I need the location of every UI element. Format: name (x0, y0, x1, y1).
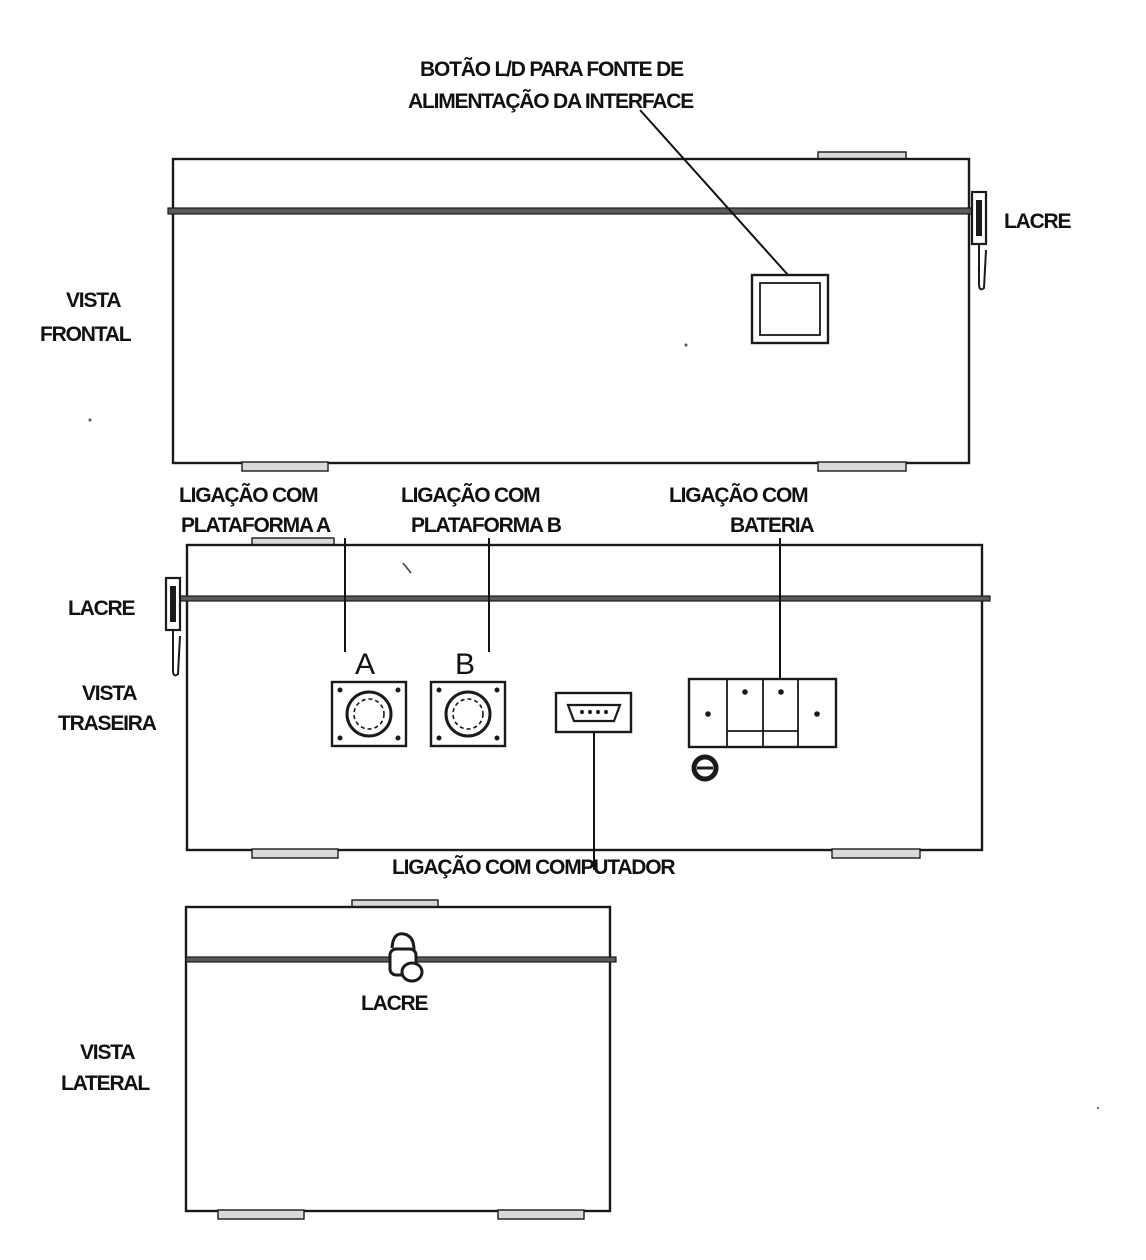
side-seal-label: LACRE (361, 992, 429, 1015)
front-seal (970, 190, 988, 291)
connector-a-pins (353, 698, 385, 730)
battery-terminal-block (687, 677, 838, 782)
rear-seal-wire (172, 630, 181, 677)
serial-pin (604, 710, 608, 714)
front-view-title-line1: VISTA (66, 289, 121, 312)
switch-bezel (750, 273, 830, 345)
serial-pin (588, 710, 592, 714)
side-seal (388, 932, 424, 983)
terminal-screw (778, 689, 784, 695)
speck (402, 562, 412, 574)
side-seal-shackle (390, 932, 416, 951)
switch-callout-line1: BOTÃO L/D PARA FONTE DE (420, 58, 684, 81)
computer-connection-label: LIGAÇÃO COM COMPUTADOR (392, 856, 675, 879)
serial-pin (580, 710, 584, 714)
front-seal-bar (976, 200, 982, 236)
serial-port-shell (566, 703, 622, 723)
speck (1096, 1106, 1100, 1110)
front-view-title-line2: FRONTAL (40, 323, 132, 346)
rear-lid-seam (177, 595, 991, 602)
connector-b-screw-tl (436, 687, 442, 693)
rear-foot-right (831, 848, 921, 859)
rear-view-title-line2: TRASEIRA (58, 712, 157, 735)
front-seal-wire (978, 244, 987, 291)
front-seal-label: LACRE (1004, 210, 1072, 233)
terminal-screw (814, 711, 820, 717)
battery-label-line2: BATERIA (730, 514, 814, 537)
rear-view: A B (58, 484, 991, 879)
front-foot-left (241, 461, 329, 472)
platform-a-label-line2: PLATAFORMA A (181, 514, 331, 537)
front-foot-right (817, 461, 907, 472)
connector-b-screw-bl (436, 735, 442, 741)
rear-seal-bar (170, 586, 176, 622)
connector-a (330, 680, 408, 748)
connector-a-screw-bl (337, 735, 343, 741)
battery-label-line1: LIGAÇÃO COM (669, 484, 808, 507)
front-lid-seam (167, 207, 975, 215)
side-view-title-line1: VISTA (80, 1041, 135, 1064)
power-switch (750, 273, 830, 345)
connector-a-screw-br (395, 735, 401, 741)
connector-a-screw-tr (395, 687, 401, 693)
rear-seal-label: LACRE (68, 597, 136, 620)
speck (684, 343, 688, 347)
switch-leader-line (639, 109, 789, 276)
connector-b-screw-tr (494, 687, 500, 693)
rear-seal (164, 576, 182, 677)
platform-a-label-line1: LIGAÇÃO COM (179, 484, 318, 507)
rear-view-title-line1: VISTA (82, 682, 137, 705)
side-seal-tag (400, 961, 424, 983)
front-enclosure (171, 157, 971, 465)
platform-b-label-line2: PLATAFORMA B (411, 514, 562, 537)
switch-button (759, 282, 821, 336)
connector-a-screw-tl (337, 687, 343, 693)
side-foot-left (217, 1209, 305, 1220)
front-view: BOTÃO L/D PARA FONTE DE ALIMENTAÇÃO DA I… (40, 58, 1073, 472)
scan-noise (88, 343, 1100, 1110)
side-foot-right (497, 1209, 585, 1220)
connector-b-pins (452, 698, 484, 730)
connector-b-letter: B (455, 648, 475, 681)
speck (88, 418, 92, 422)
connector-a-letter: A (355, 648, 375, 681)
terminal-screw (742, 689, 748, 695)
connector-b (429, 680, 507, 748)
side-view: LACRE VISTA LATERAL (61, 899, 617, 1220)
serial-pin (596, 710, 600, 714)
switch-callout-line2: ALIMENTAÇÃO DA INTERFACE (408, 90, 694, 113)
side-view-title-line2: LATERAL (61, 1072, 150, 1095)
rear-foot-left (251, 848, 339, 859)
terminal-screw (705, 711, 711, 717)
serial-port-plate (554, 691, 633, 734)
platform-b-label-line1: LIGAÇÃO COM (401, 484, 540, 507)
connector-b-screw-br (494, 735, 500, 741)
serial-port (554, 691, 633, 734)
